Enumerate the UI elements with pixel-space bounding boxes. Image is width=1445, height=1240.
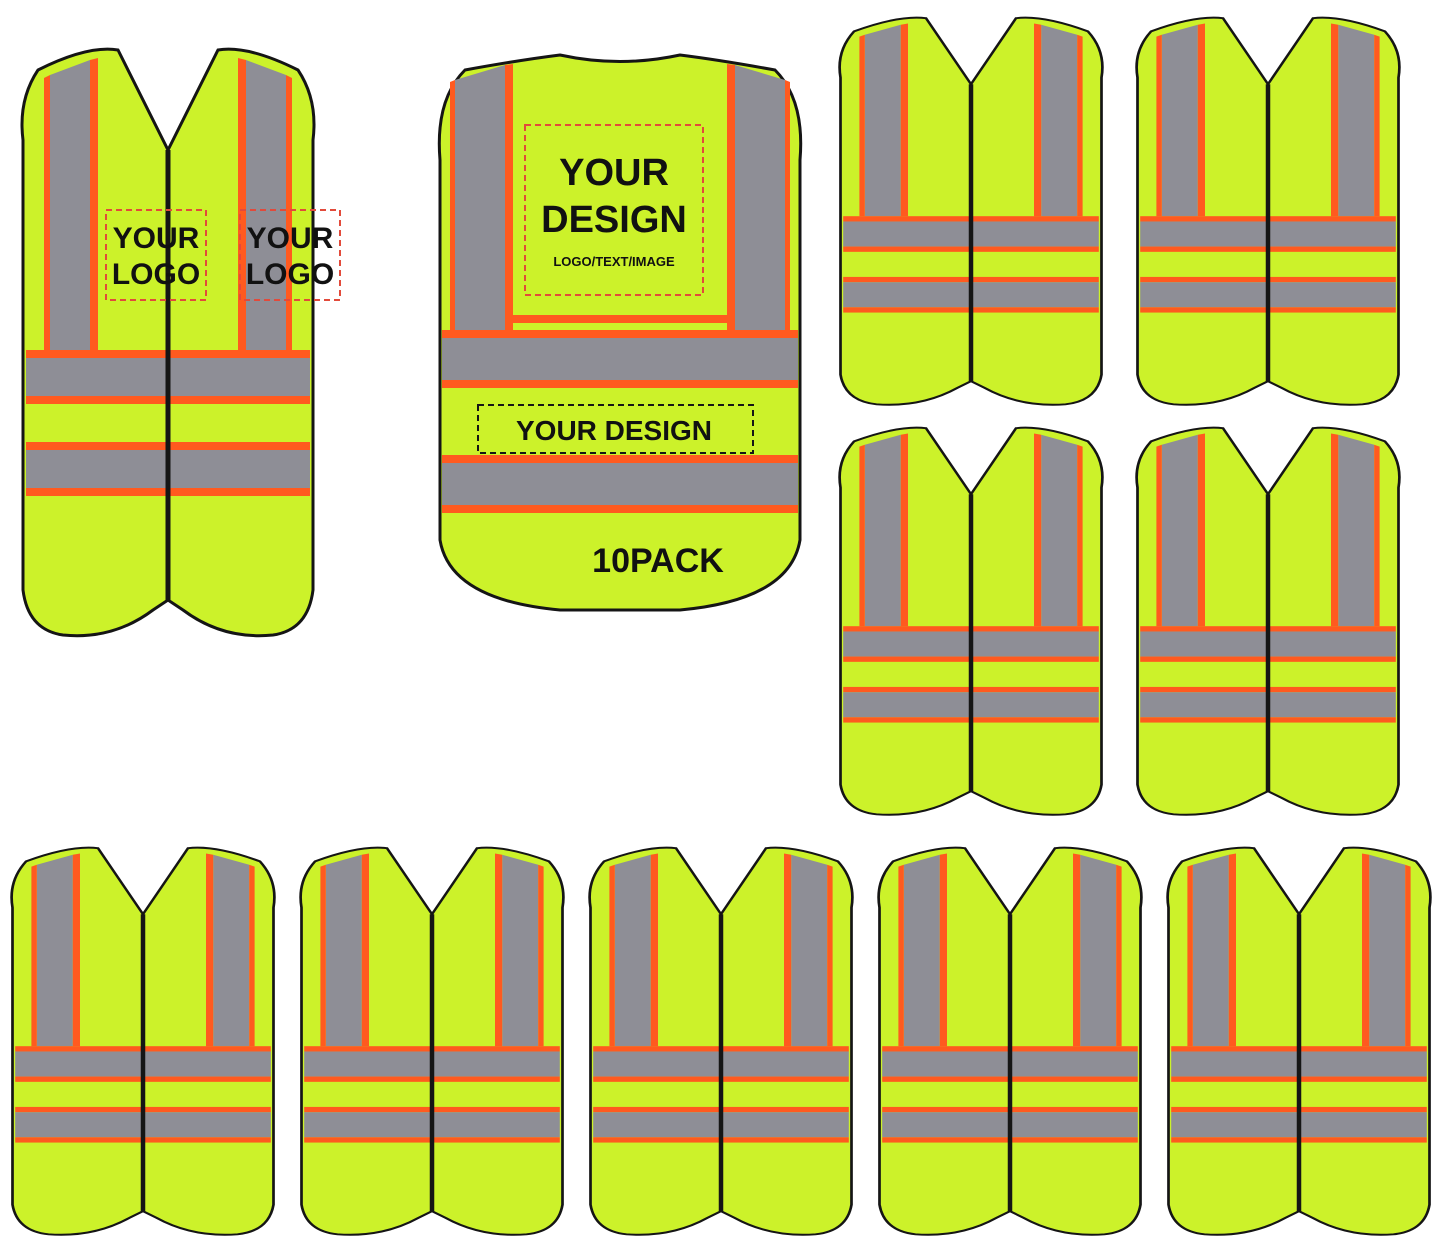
back-band-label: YOUR DESIGN <box>516 415 712 446</box>
vest-small-2 <box>1137 18 1400 405</box>
back-design-area: YOUR DESIGN LOGO/TEXT/IMAGE YOUR DESIGN … <box>477 124 754 580</box>
back-design-sub: LOGO/TEXT/IMAGE <box>553 254 675 269</box>
vest-small-8 <box>879 848 1142 1235</box>
front-logo-left-line2: LOGO <box>112 258 200 291</box>
vest-small-4 <box>1137 428 1400 815</box>
vest-small-5 <box>12 848 275 1235</box>
back-design-line1: YOUR <box>559 152 669 194</box>
front-logo-right-line2: LOGO <box>246 258 334 291</box>
front-logo-boxes: YOUR LOGO YOUR LOGO <box>105 209 341 301</box>
vest-small-6 <box>301 848 564 1235</box>
front-logo-right-line1: YOUR <box>247 222 334 255</box>
back-vest <box>437 53 803 612</box>
front-logo-left-line1: YOUR <box>113 222 200 255</box>
vest-small-1 <box>840 18 1103 405</box>
pack-label: 10PACK <box>592 542 724 580</box>
vest-small-9 <box>1168 848 1431 1235</box>
front-vest-main <box>22 49 314 636</box>
vest-small-7 <box>590 848 853 1235</box>
vest-small-3 <box>840 428 1103 815</box>
back-design-line2: DESIGN <box>541 199 687 241</box>
